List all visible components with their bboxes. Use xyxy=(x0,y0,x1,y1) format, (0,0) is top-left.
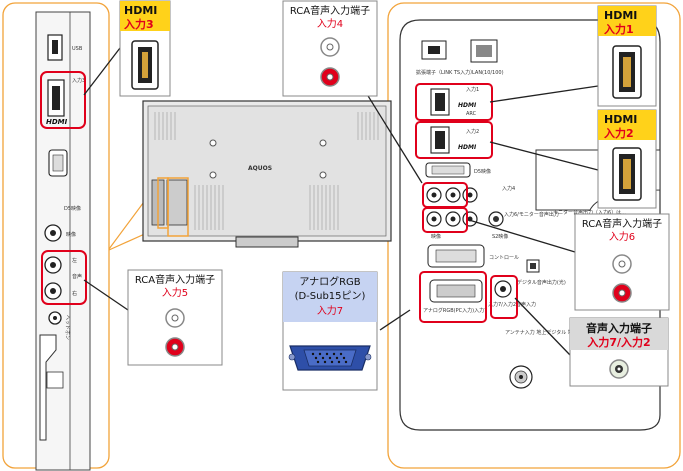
rca6-title: RCA音声入力端子 xyxy=(582,217,662,230)
rear-in2-label: 入力2 xyxy=(466,128,479,135)
side-panel: USB 入力3 HDMI D5映像 映像 左 音声 右 ヘッドホン xyxy=(35,11,91,471)
side-audio-label: 音声 xyxy=(72,273,82,280)
rear-control-label: コントロール xyxy=(489,255,519,261)
rca5-sub: 入力5 xyxy=(162,286,188,299)
rear-digital-out-label: デジタル音声出力(光) xyxy=(517,279,566,286)
rca5-title: RCA音声入力端子 xyxy=(135,273,215,286)
callout-hdmi1: HDMI 入力1 xyxy=(597,5,657,107)
hdmi3-highlight xyxy=(40,71,86,129)
connector-lines xyxy=(83,47,599,356)
hdmi1-title: HDMI xyxy=(604,9,637,22)
hdmi3-title: HDMI xyxy=(124,4,157,17)
audio-sub: 入力7/入力2 xyxy=(587,335,650,349)
usb-label: USB xyxy=(72,46,83,52)
analog-line2: (D-Sub15ピン) xyxy=(295,290,366,302)
analog-line1: アナログRGB xyxy=(299,275,360,288)
callout-hdmi2: HDMI 入力2 xyxy=(597,109,657,209)
callout-hdmi3: HDMI 入力3 xyxy=(119,0,171,97)
ext-label: 拡張端子（LINK TS入力） xyxy=(416,69,475,76)
rear-in4-label: 入力4 xyxy=(502,185,515,192)
hdmi2-sub: 入力2 xyxy=(604,126,634,140)
side-d5-label: D5映像 xyxy=(64,205,81,212)
side-right-label: 右 xyxy=(72,290,77,297)
tv-vents xyxy=(154,112,379,230)
tv-rear-view: AQUOS xyxy=(142,100,392,248)
rca4-sub: 入力4 xyxy=(317,17,343,30)
rca6-sub: 入力6 xyxy=(609,230,635,243)
audio-in-highlight xyxy=(490,275,518,319)
rear-in6-label: 入力6/モニター音声出力 xyxy=(504,211,559,218)
hdmi3-sub: 入力3 xyxy=(124,17,154,31)
hdmi2-title: HDMI xyxy=(604,113,637,126)
rear-hdmi2-logo: HDMI xyxy=(458,144,477,151)
card-slot[interactable] xyxy=(46,371,64,389)
hdmi2-highlight xyxy=(415,121,493,159)
side-input3-label: 入力3 xyxy=(72,77,85,84)
rear-antenna-label: アンテナ入力 地上デジタル 地上アナログ (VHF/UHF) xyxy=(505,329,625,336)
analog-rgb-highlight xyxy=(419,271,487,323)
rca6-highlight xyxy=(422,207,468,233)
rear-audio-in-label: 入力7/入力2音声入力 xyxy=(488,301,536,308)
side-left-label: 左 xyxy=(72,257,77,264)
rear-arc-label: ARC xyxy=(466,111,477,117)
callout-rca4: RCA音声入力端子 入力4 xyxy=(282,0,378,97)
callout-rca6: RCA音声入力端子 入力6 xyxy=(574,213,670,311)
callout-analog-rgb: アナログRGB (D-Sub15ピン) 入力7 xyxy=(282,271,378,391)
rear-d5-label: D5映像 xyxy=(474,168,491,175)
side-hdmi-logo: HDMI xyxy=(46,118,68,126)
rear-panel: 拡張端子（LINK TS入力） LAN(10/100) 入力1 HDMI ARC… xyxy=(399,19,661,431)
callout-audio-in: 音声入力端子 入力7/入力2 xyxy=(569,317,669,387)
tv-brand: AQUOS xyxy=(248,165,272,172)
rear-s2-label: S2映像 xyxy=(492,233,508,240)
rear-rgb-in7-label: アナログRGB(PC入力)入力7 xyxy=(423,307,487,314)
rear-hdmi1-logo: HDMI xyxy=(458,102,477,109)
side-video-label: 映像 xyxy=(66,231,76,238)
rear-video-label: 映像 xyxy=(431,233,441,240)
rear-in1-label: 入力1 xyxy=(466,86,479,93)
side-headphone-label: ヘッドホン xyxy=(64,315,70,340)
rear-monitor-note: モニター音声出力（入力6）は... xyxy=(553,209,626,216)
audio-title: 音声入力端子 xyxy=(586,321,652,335)
callout-rca5: RCA音声入力端子 入力5 xyxy=(127,269,223,366)
hdmi1-sub: 入力1 xyxy=(604,22,634,36)
rca4-title: RCA音声入力端子 xyxy=(290,4,370,17)
rca5-highlight xyxy=(41,250,87,305)
analog-sub: 入力7 xyxy=(317,304,343,317)
lan-label: LAN(10/100) xyxy=(472,70,504,76)
